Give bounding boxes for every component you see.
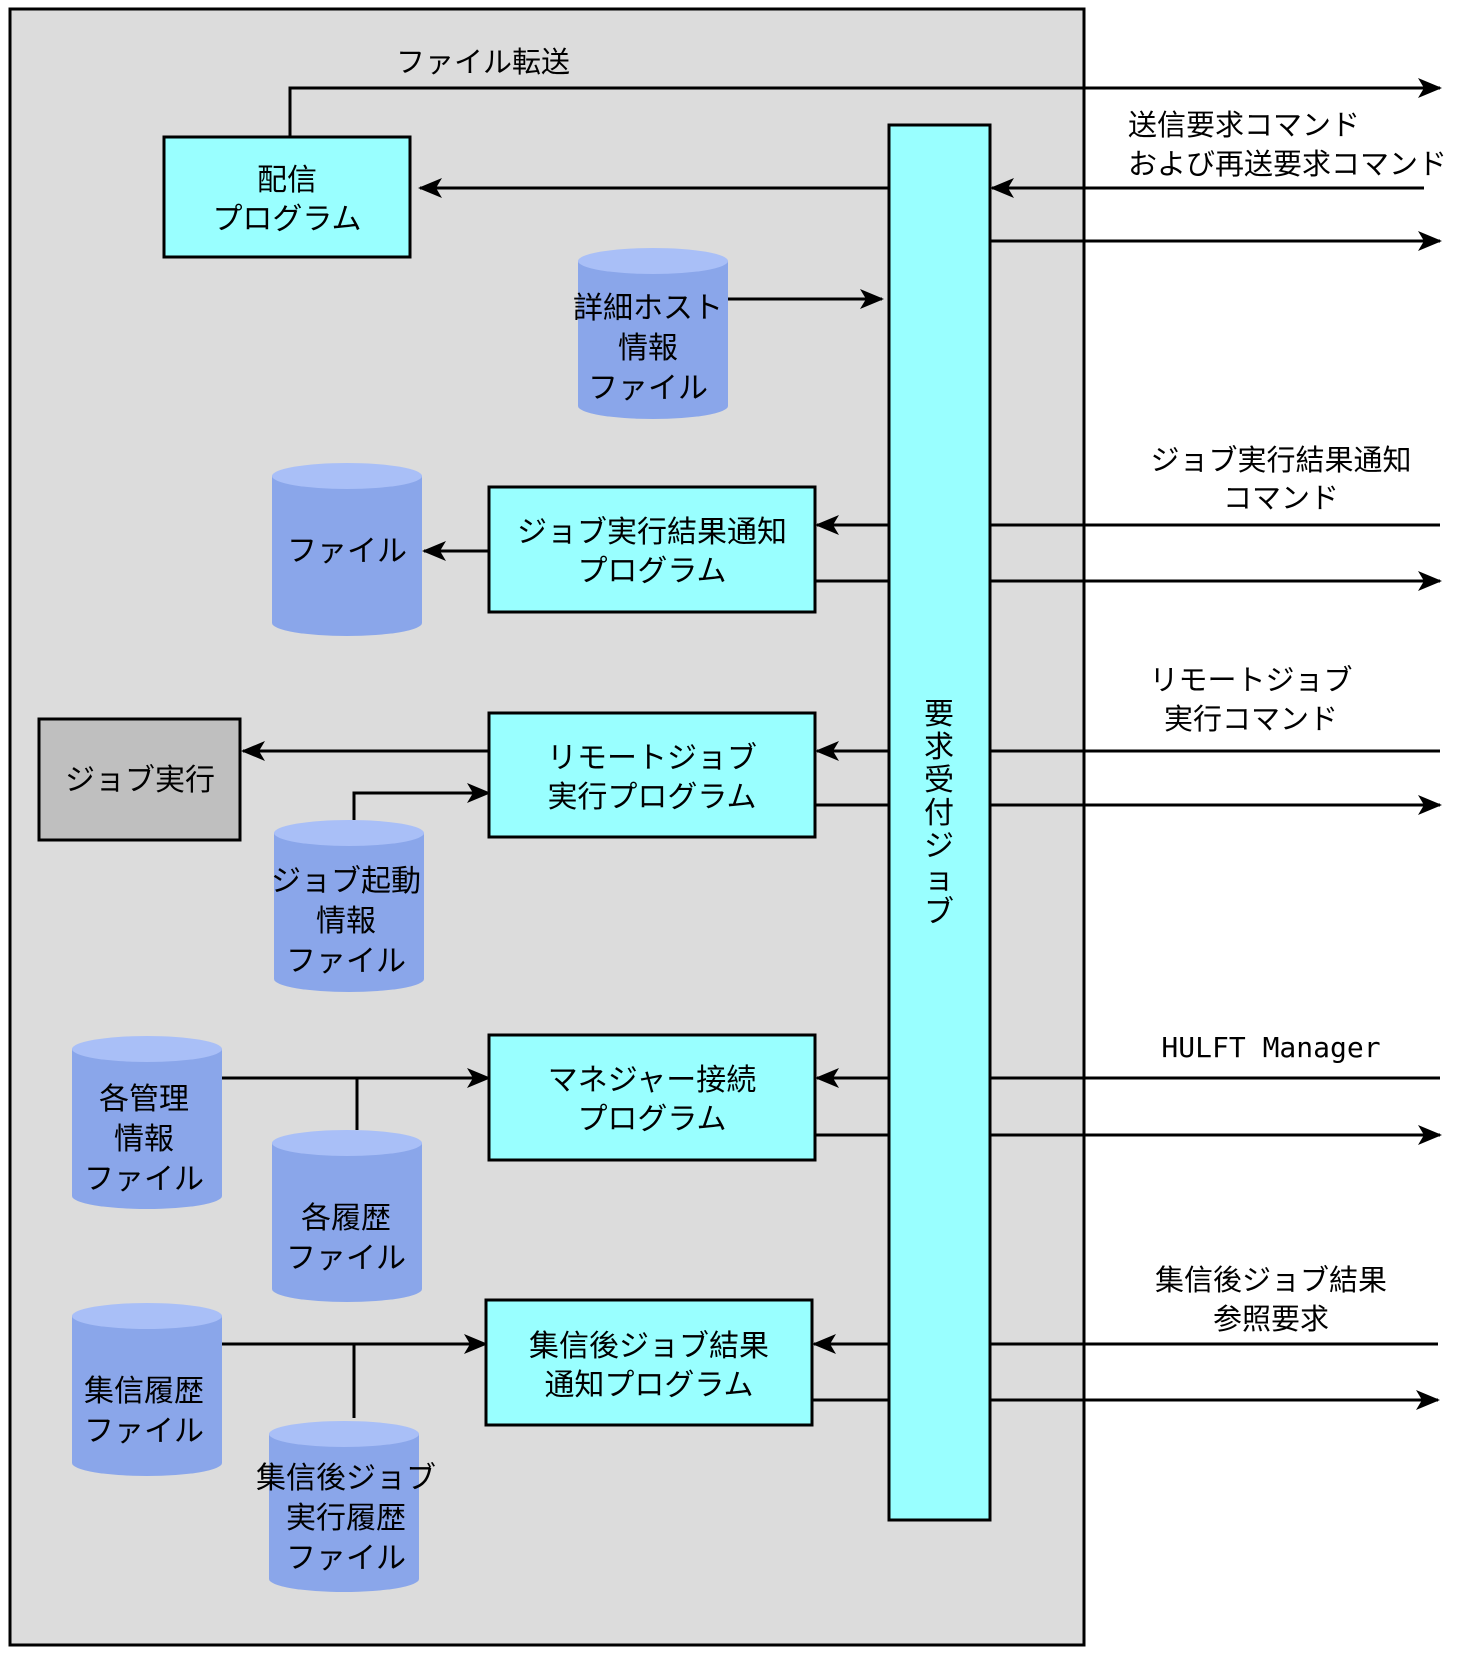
output-file-cylinder [272, 476, 422, 636]
request-job-char-7: ブ [924, 895, 954, 930]
job-start-info-file: ジョブ起動 情報 ファイル [271, 820, 424, 992]
manager-connect-program-box [487, 1033, 817, 1162]
remote-job-cmd-label-line1: リモートジョブ [1149, 663, 1352, 697]
send-request-label-line2: および再送要求コマンド [1128, 147, 1447, 181]
send-request-label-line1: 送信要求コマンド [1128, 108, 1360, 142]
haishin-program-line1: 配信 [257, 163, 317, 198]
request-job-char-2: 求 [924, 730, 954, 765]
request-job-char-1: 要 [924, 697, 954, 732]
request-receive-job: 要 求 受 付 ジ ョ ブ [887, 123, 992, 1522]
manager-connect-program: マネジャー接続 プログラム [487, 1033, 817, 1162]
job-result-cmd-label-line1: ジョブ実行結果通知 [1150, 443, 1411, 477]
job-result-program-line1: ジョブ実行結果通知 [517, 515, 787, 550]
remote-job-cmd-label-line2: 実行コマンド [1164, 702, 1338, 736]
receive-history-file: 集信履歴 ファイル [72, 1303, 222, 1476]
mgmt-info-file-line1: 各管理 [99, 1082, 189, 1117]
post-receive-history-file: 集信後ジョブ 実行履歴 ファイル [256, 1421, 436, 1592]
mgmt-info-file-cylinder [72, 1049, 222, 1209]
receive-history-file-line2: ファイル [84, 1414, 204, 1449]
hulft-manager-label: HULFT Manager [1161, 1031, 1380, 1064]
request-job-char-6: ョ [924, 862, 954, 897]
history-file-cylinder [272, 1143, 422, 1302]
mgmt-info-file-line3: ファイル [84, 1162, 204, 1197]
job-execution-box [37, 717, 242, 842]
job-start-info-file-line3: ファイル [286, 944, 406, 979]
mgmt-info-file: 各管理 情報 ファイル [72, 1036, 222, 1209]
manager-connect-program-line1: マネジャー接続 [548, 1063, 757, 1098]
output-file-label: ファイル [287, 534, 407, 569]
remote-job-program-line2: 実行プログラム [547, 780, 756, 815]
history-file-line1: 各履歴 [301, 1201, 391, 1236]
request-receive-job-bar [887, 123, 992, 1522]
post-receive-history-file-cylinder-top [269, 1421, 419, 1447]
job-result-cmd-label-line2: コマンド [1223, 481, 1339, 515]
host-detail-file-line1: 詳細ホスト [573, 291, 723, 326]
post-receive-program-line2: 通知プログラム [544, 1368, 753, 1403]
post-receive-history-file-line1: 集信後ジョブ [256, 1461, 436, 1496]
job-start-info-file-line2: 情報 [316, 904, 376, 939]
host-detail-file: 詳細ホスト 情報 ファイル [573, 248, 728, 419]
job-result-program-line2: プログラム [577, 554, 726, 589]
host-detail-file-line2: 情報 [618, 331, 678, 366]
file-transfer-label: ファイル転送 [396, 45, 570, 79]
external-labels: ファイル転送 送信要求コマンド および再送要求コマンド ジョブ実行結果通知 コマ… [396, 45, 1447, 1336]
post-receive-history-file-line3: ファイル [286, 1541, 406, 1576]
haishin-program-box [162, 135, 412, 259]
request-job-char-5: ジ [924, 829, 954, 864]
connector-lines [222, 78, 1442, 1418]
job-start-info-file-line1: ジョブ起動 [271, 864, 421, 899]
haishin-program: 配信 プログラム [162, 135, 412, 259]
job-result-program-box [487, 485, 817, 614]
host-detail-file-cylinder-top [578, 248, 728, 274]
post-receive-history-file-cylinder [269, 1434, 419, 1592]
job-result-program: ジョブ実行結果通知 プログラム [487, 485, 817, 614]
remote-job-program: リモートジョブ 実行プログラム [487, 711, 817, 839]
output-file-cylinder-top [272, 463, 422, 489]
job-start-info-file-cylinder-top [274, 820, 424, 846]
post-receive-program-line1: 集信後ジョブ結果 [529, 1329, 769, 1364]
receive-history-file-cylinder [72, 1316, 222, 1476]
output-file: ファイル [272, 463, 422, 636]
host-detail-file-cylinder [578, 261, 728, 419]
post-receive-ref-label-line2: 参照要求 [1213, 1302, 1329, 1336]
receive-history-file-cylinder-top [72, 1303, 222, 1329]
host-detail-file-line3: ファイル [588, 371, 708, 406]
haishin-program-line2: プログラム [212, 202, 361, 237]
request-job-char-3: 受 [924, 763, 954, 798]
history-file-line2: ファイル [286, 1241, 406, 1276]
job-start-info-file-cylinder [274, 833, 424, 992]
history-file: 各履歴 ファイル [272, 1130, 422, 1302]
mgmt-info-file-cylinder-top [72, 1036, 222, 1062]
remote-job-program-box [487, 711, 817, 839]
manager-connect-program-line2: プログラム [577, 1102, 726, 1137]
remote-job-program-line1: リモートジョブ [547, 741, 757, 776]
receive-history-file-line1: 集信履歴 [84, 1374, 204, 1409]
post-receive-program-box [484, 1298, 814, 1427]
post-receive-program: 集信後ジョブ結果 通知プログラム [484, 1298, 814, 1427]
request-job-char-4: 付 [924, 796, 954, 831]
mgmt-info-file-line2: 情報 [114, 1122, 174, 1157]
post-receive-ref-label-line1: 集信後ジョブ結果 [1155, 1263, 1387, 1297]
job-execution: ジョブ実行 [37, 717, 242, 842]
job-execution-label: ジョブ実行 [65, 763, 215, 798]
history-file-cylinder-top [272, 1130, 422, 1156]
post-receive-history-file-line2: 実行履歴 [286, 1501, 406, 1536]
